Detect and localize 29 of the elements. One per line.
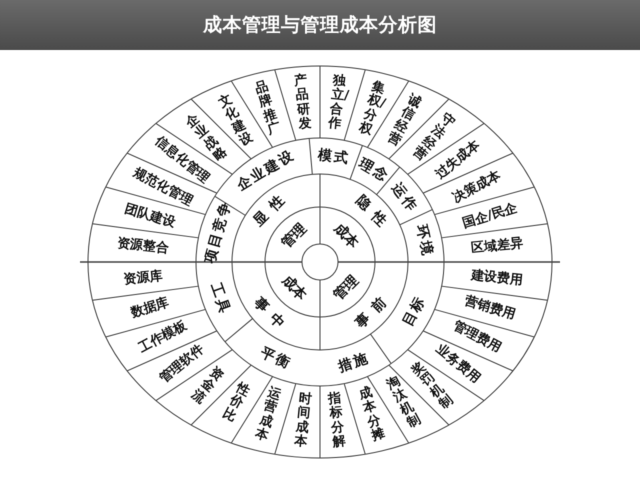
sector-label: 工具 [208,280,233,317]
sector-label: 平衡 [256,344,294,372]
sector-label: 目标 [399,293,428,330]
sector-label: 独立/合作 [328,74,347,132]
sector-label: 项目竞争 [202,198,234,267]
sector-label: 时间成本 [293,392,312,450]
sector-label: 国企/民企 [461,201,520,230]
sector-label: 指标分解 [328,392,347,450]
sector-label: 营销费用 [464,294,518,322]
sector-label: 成本 [278,273,309,303]
sector-label: 区域差异 [470,237,524,256]
sector-label: 措施 [334,350,372,375]
sector-label: 资源整合 [116,237,170,256]
sector-label: 集权/分权 [357,80,386,138]
sector-label: 资源库 [122,269,163,286]
sector-label: 数据库 [129,296,170,320]
sector-label: 成本 [331,220,361,251]
sector-label: 团队建设 [122,202,176,230]
diagram-title: 成本管理与管理成本分析图 [203,12,437,38]
sector-label: 建设费用 [470,268,524,287]
sector-label: 品牌推广 [254,80,283,138]
sector-label: 管理 [331,273,361,303]
sector-label: 管理 [278,220,309,251]
sector-label: 成本分摊 [357,386,386,444]
sector-label: 企业建设 [233,148,298,194]
sector-label: 环境 [413,222,434,258]
sector-label: 产品研发 [293,74,312,132]
sector-label: 模式 [315,148,351,166]
sector-label: 运营成本 [254,386,283,444]
